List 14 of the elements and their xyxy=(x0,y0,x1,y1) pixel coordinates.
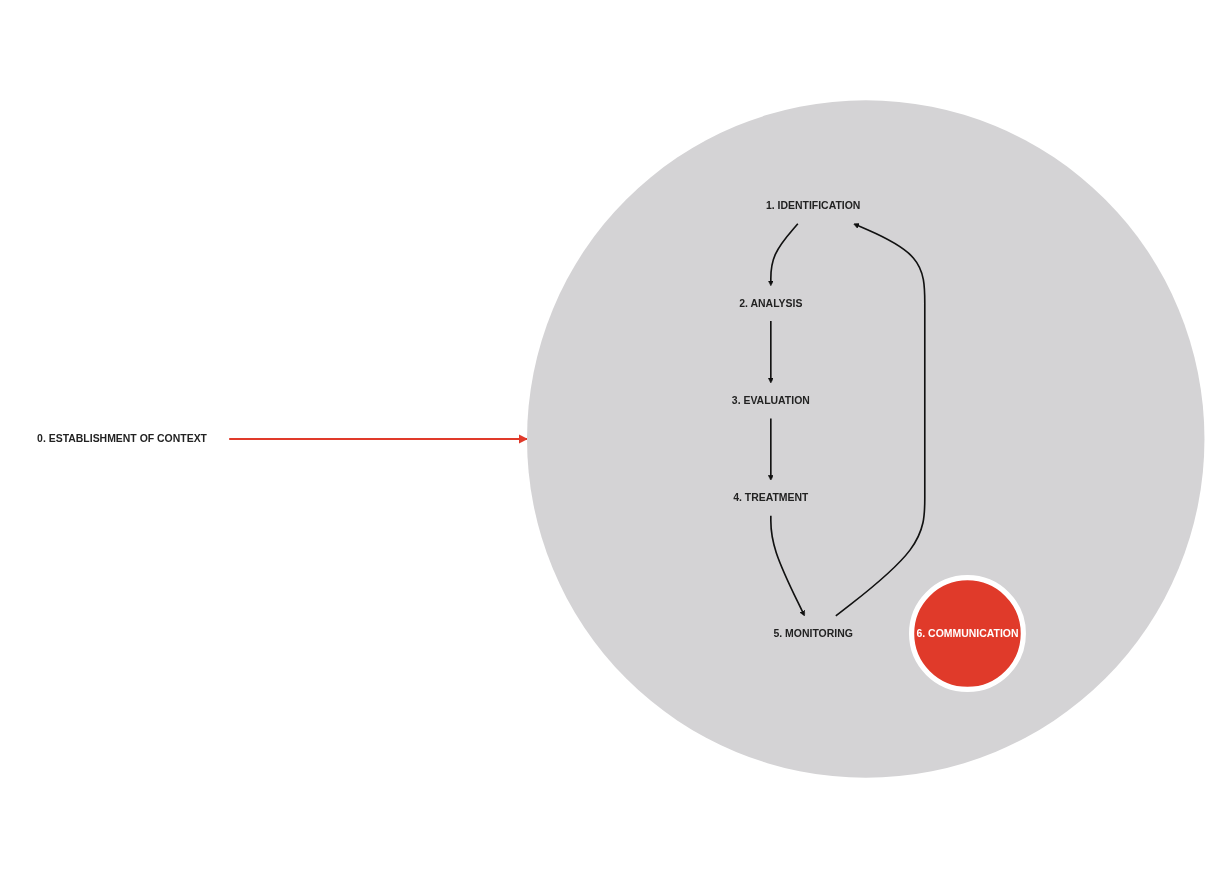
arrow xyxy=(769,514,805,616)
node-text: 0. ESTABLISHMENT OF CONTEXT xyxy=(36,432,207,444)
arrow xyxy=(767,222,799,286)
arrow xyxy=(834,222,926,617)
node-circle: 6. COMMUNICATION xyxy=(908,574,1026,692)
node-text: 5. MONITORING xyxy=(773,627,853,639)
arrow xyxy=(767,417,774,481)
cluster xyxy=(526,99,1204,778)
node-text: 3. EVALUATION xyxy=(731,394,810,406)
node-text: 4. TREATMENT xyxy=(732,491,808,503)
arrow xyxy=(227,433,528,444)
arrow xyxy=(767,319,774,383)
node-text: 1. IDENTIFICATION xyxy=(765,199,860,211)
node-text: 2. ANALYSIS xyxy=(738,297,802,309)
